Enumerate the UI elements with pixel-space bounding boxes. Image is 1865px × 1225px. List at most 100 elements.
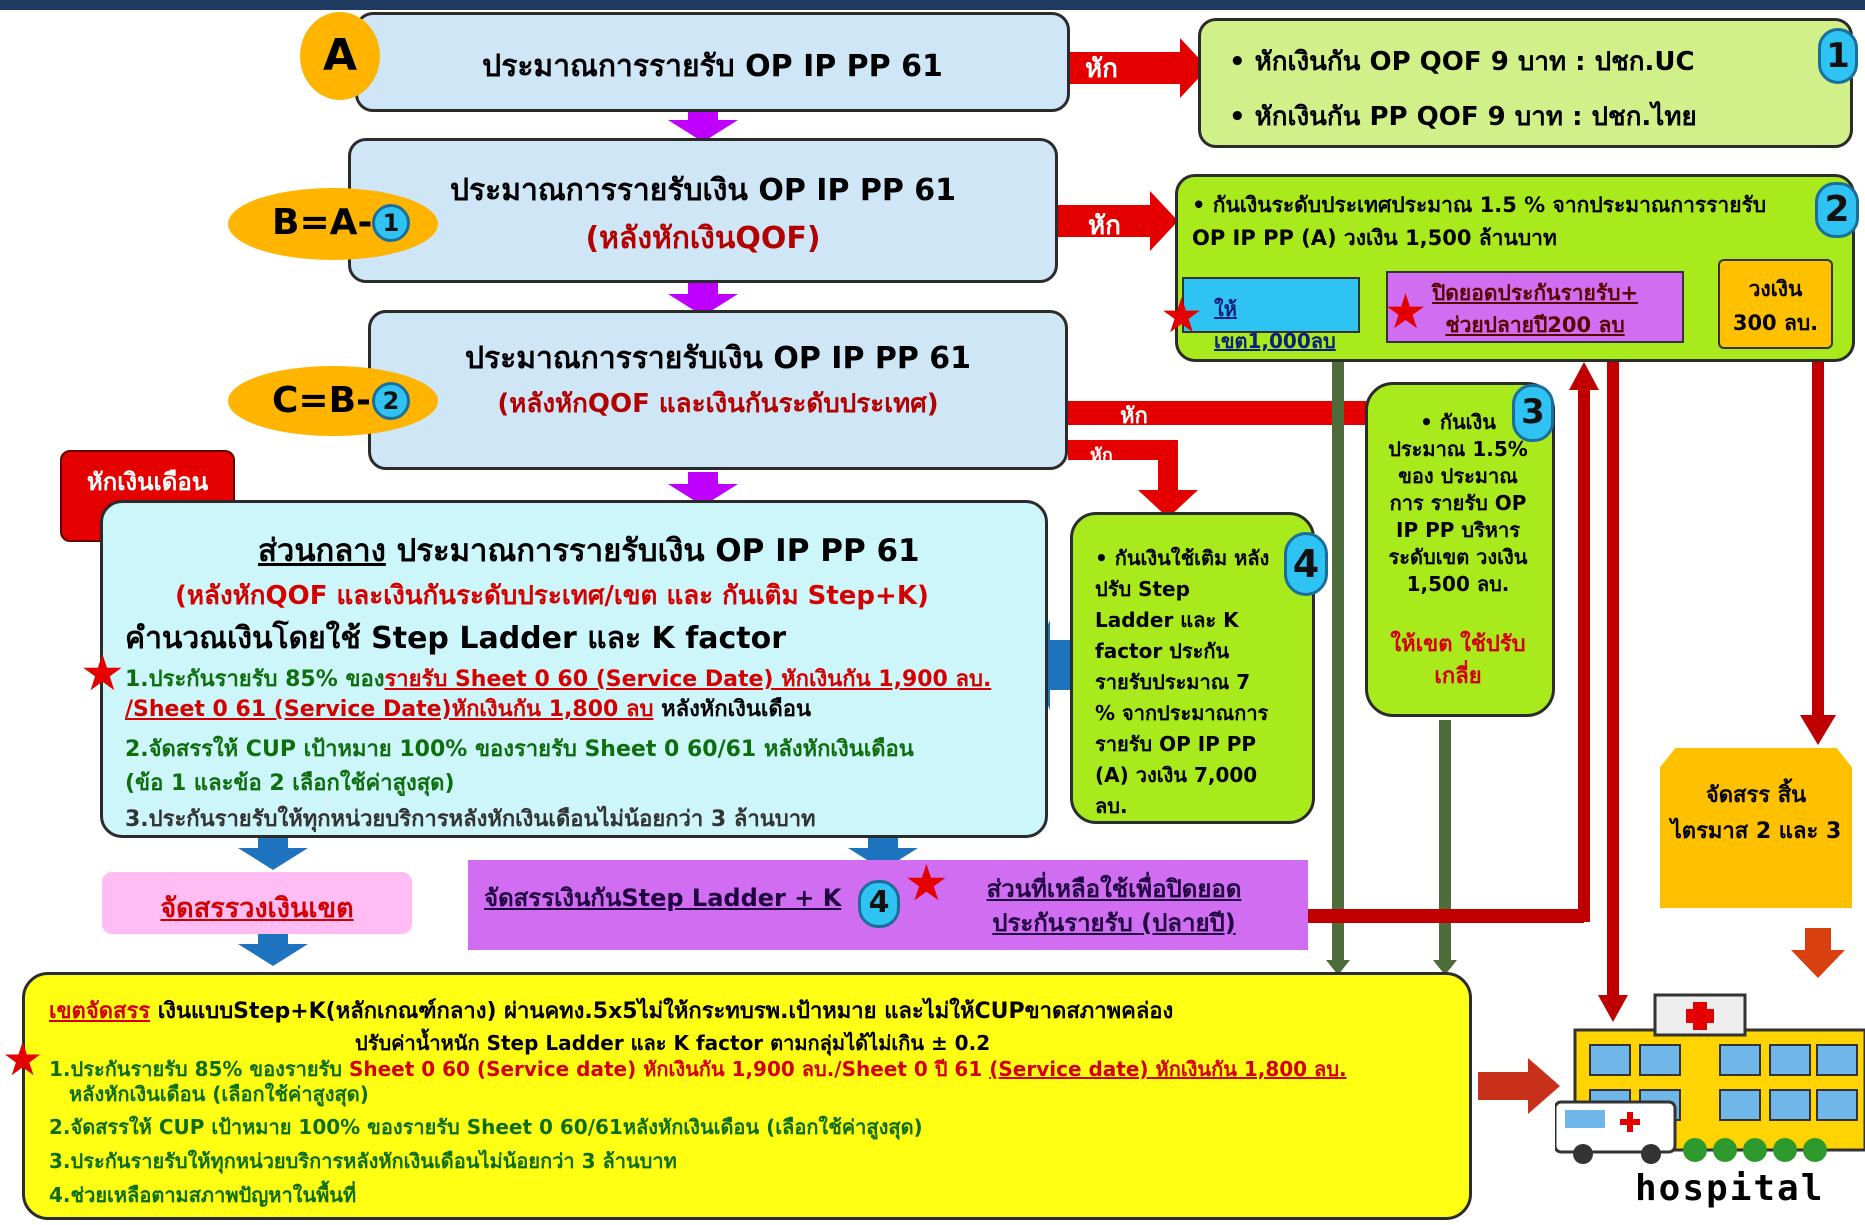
central-item1-a: 1.ประกันรายรับ 85% ของ — [125, 667, 385, 692]
region-item1-c: (Service date) หักเงินกัน 1,800 ลบ. — [989, 1057, 1347, 1081]
box-2: • กันเงินระดับประเทศประมาณ 1.5 % จากประม… — [1175, 174, 1855, 362]
box-c-subtitle: (หลังหักQOF และเงินกันระดับประเทศ) — [497, 389, 939, 419]
badge-b-num: 1 — [372, 204, 410, 242]
box-c: ประมาณการรายรับเงิน OP IP PP 61 (หลังหัก… — [368, 310, 1068, 470]
central-item3: 3.ประกันรายรับให้ทุกหน่วยบริการหลังหักเง… — [125, 807, 816, 832]
arrow-b-to-2 — [1055, 191, 1178, 251]
box-b: ประมาณการรายรับเงิน OP IP PP 61 (หลังหัก… — [348, 138, 1058, 283]
hospital-illustration: hospital — [1553, 990, 1865, 1220]
arrow-a-to-1 — [1065, 38, 1208, 98]
central-calc: คำนวณเงินโดยใช้ Step Ladder และ K factor — [125, 621, 787, 656]
arrow-c-to-4 — [1068, 440, 1198, 518]
badge-b-text: B=A- — [272, 202, 373, 243]
box-2-sub2-line1: ปิดยอดประกันรายรับ+ — [1431, 281, 1639, 305]
region-head-2: เงินแบบStep+K(หลักเกณฑ์กลาง) ผ่านคทง.5x5… — [150, 999, 1174, 1024]
box-4-text: • กันเงินใช้เติม หลังปรับ Step Ladder แล… — [1095, 546, 1270, 818]
box-2-sub3: วงเงิน 300 ลบ. — [1718, 259, 1833, 349]
box-1: • หักเงินกัน OP QOF 9 บาท : ปชก.UC • หัก… — [1198, 18, 1853, 148]
box-b-title: ประมาณการรายรับเงิน OP IP PP 61 — [449, 173, 957, 208]
hospital-label: hospital — [1635, 1168, 1825, 1209]
box-2-sub3-line2: 300 ลบ. — [1732, 311, 1819, 335]
badge-1: 1 — [1818, 28, 1858, 84]
badge-3: 3 — [1512, 384, 1554, 442]
box-3: • กันเงิน ประมาณ 1.5% ของ ประมาณการ รายร… — [1365, 382, 1555, 717]
box-2-sub3-line1: วงเงิน — [1748, 277, 1803, 301]
arrow-yellow-to-hospital — [1478, 1058, 1560, 1114]
purple-box-left: จัดสรรเงินกันStep Ladder + K — [484, 884, 842, 912]
purple-box-right-2: ประกันรายรับ (ปลายปี) — [992, 909, 1236, 937]
arrow-central-to-pink — [238, 838, 308, 870]
box-2-text: • กันเงินระดับประเทศประมาณ 1.5 % จากประม… — [1192, 193, 1767, 250]
region-box: เขตจัดสรร เงินแบบStep+K(หลักเกณฑ์กลาง) ผ… — [22, 972, 1472, 1220]
badge-a: A — [300, 12, 380, 100]
arrow-pink-to-yellow — [238, 934, 308, 966]
box-c-title: ประมาณการรายรับเงิน OP IP PP 61 — [464, 341, 972, 376]
central-box: ส่วนกลาง ประมาณการรายรับเงิน OP IP PP 61… — [100, 500, 1048, 838]
top-banner — [0, 0, 1865, 10]
arrow-a-to-b — [668, 110, 738, 142]
pink-box: จัดสรรวงเงินเขต — [102, 872, 412, 934]
star-icon: ★ — [1384, 284, 1428, 340]
box-4: • กันเงินใช้เติม หลังปรับ Step Ladder แล… — [1070, 512, 1315, 824]
purple-box-right: ส่วนที่เหลือใช้เพื่อปิดยอด ประกันรายรับ … — [964, 872, 1264, 940]
central-item1: 1.ประกันรายรับ 85% ของรายรับ Sheet 0 60 … — [125, 665, 1045, 725]
label-hak-2: หัก — [1088, 211, 1121, 241]
box-2-sub1-text: ให้เขต1,000ลบ — [1214, 297, 1336, 353]
label-hak-3: หัก — [1120, 404, 1148, 429]
arrow-b-to-c — [668, 282, 738, 316]
star-icon: ★ — [1160, 288, 1204, 344]
region-item1-a: 1.ประกันรายรับ 85% ของรายรับ — [49, 1057, 349, 1081]
region-item1-b: Sheet 0 60 (Service date) หักเงินกัน 1,9… — [348, 1057, 990, 1081]
pink-box-text: จัดสรรวงเงินเขต — [160, 893, 354, 924]
central-item2b: (ข้อ 1 และข้อ 2 เลือกใช้ค่าสูงสุด) — [125, 771, 455, 796]
region-item2: 2.จัดสรรให้ CUP เป้าหมาย 100% ของรายรับ … — [49, 1115, 923, 1139]
badge-4: 4 — [1284, 532, 1328, 596]
central-item1-b: รายรับ Sheet 0 60 (Service Date) หักเงิน… — [384, 667, 992, 692]
box-b-subtitle: (หลังหักเงินQOF) — [585, 221, 821, 256]
box-2-sub2-line2: ช่วยปลายปี200 ลบ — [1445, 313, 1625, 337]
region-item4: 4.ช่วยเหลือตามสภาพปัญหาในพื้นที่ — [49, 1183, 357, 1207]
central-item2: 2.จัดสรรให้ CUP เป้าหมาย 100% ของรายรับ … — [125, 737, 914, 762]
box-1-line2: • หักเงินกัน PP QOF 9 บาท : ปชก.ไทย — [1229, 102, 1697, 132]
quarter-text: จัดสรร สิ้นไตรมาส 2 และ 3 — [1670, 783, 1842, 844]
hospital-icon — [1553, 993, 1865, 1164]
star-icon: ★ — [2, 1032, 44, 1086]
region-item3: 3.ประกันรายรับให้ทุกหน่วยบริการหลังหักเง… — [49, 1149, 677, 1173]
badge-2: 2 — [1815, 182, 1859, 238]
region-item1: 1.ประกันรายรับ 85% ของรายรับ Sheet 0 60 … — [49, 1057, 1449, 1107]
label-hak-4: หัก — [1090, 445, 1113, 466]
quarter-box: จัดสรร สิ้นไตรมาส 2 และ 3 — [1660, 748, 1852, 908]
central-title: ส่วนกลาง ประมาณการรายรับเงิน OP IP PP 61 — [258, 525, 920, 575]
box-2-sub1: ให้เขต1,000ลบ — [1182, 277, 1360, 353]
cup-tag-line1: หักเงินเดือน — [86, 468, 209, 496]
badge-b: B=A- 1 — [228, 188, 438, 260]
box-1-line1: • หักเงินกัน OP QOF 9 บาท : ปชก.UC — [1229, 47, 1695, 77]
star-icon: ★ — [80, 644, 125, 702]
purple-box-right-1: ส่วนที่เหลือใช้เพื่อปิดยอด — [986, 875, 1242, 903]
box-2-sub2: ปิดยอดประกันรายรับ+ ช่วยปลายปี200 ลบ — [1386, 271, 1684, 343]
central-title-rest: ประมาณการรายรับเงิน OP IP PP 61 — [385, 533, 920, 569]
badge-c-text: C=B- — [272, 380, 371, 421]
central-title-label: ส่วนกลาง — [258, 533, 386, 569]
arrow-quarter-to-hospital — [1791, 928, 1845, 978]
star-icon: ★ — [904, 854, 949, 912]
badge-c-num: 2 — [372, 382, 410, 420]
central-item1-d: หลังหักเงินเดือน — [653, 697, 811, 722]
region-head: เขตจัดสรร เงินแบบStep+K(หลักเกณฑ์กลาง) ผ… — [49, 993, 1173, 1028]
box-3-red-text: ให้เขต ใช้ปรับเกลี่ย — [1390, 632, 1526, 689]
badge-4b: 4 — [858, 880, 900, 928]
central-subtitle: (หลังหักQOF และเงินกันระดับประเทศ/เขต แล… — [175, 581, 929, 611]
arrow-c-to-3 — [1068, 389, 1410, 437]
purple-box: จัดสรรเงินกันStep Ladder + K 4 ส่วนที่เห… — [468, 860, 1308, 950]
label-hak-1: หัก — [1085, 54, 1118, 84]
box-3-text: • กันเงิน ประมาณ 1.5% ของ ประมาณการ รายร… — [1388, 410, 1528, 596]
central-item1-c: /Sheet 0 61 (Service Date)หักเงินกัน 1,8… — [125, 697, 654, 722]
box-a-title: ประมาณการรายรับ OP IP PP 61 — [482, 49, 943, 84]
arrow-c-to-central — [668, 472, 738, 506]
region-head-1: เขตจัดสรร — [49, 999, 151, 1024]
arrow-central-to-purple — [848, 838, 918, 870]
badge-c: C=B- 2 — [228, 366, 438, 436]
region-item1-d: หลังหักเงินเดือน (เลือกใช้ค่าสูงสุด) — [69, 1082, 369, 1106]
region-head-3: ปรับค่าน้ำหนัก Step Ladder และ K factor … — [355, 1031, 991, 1055]
